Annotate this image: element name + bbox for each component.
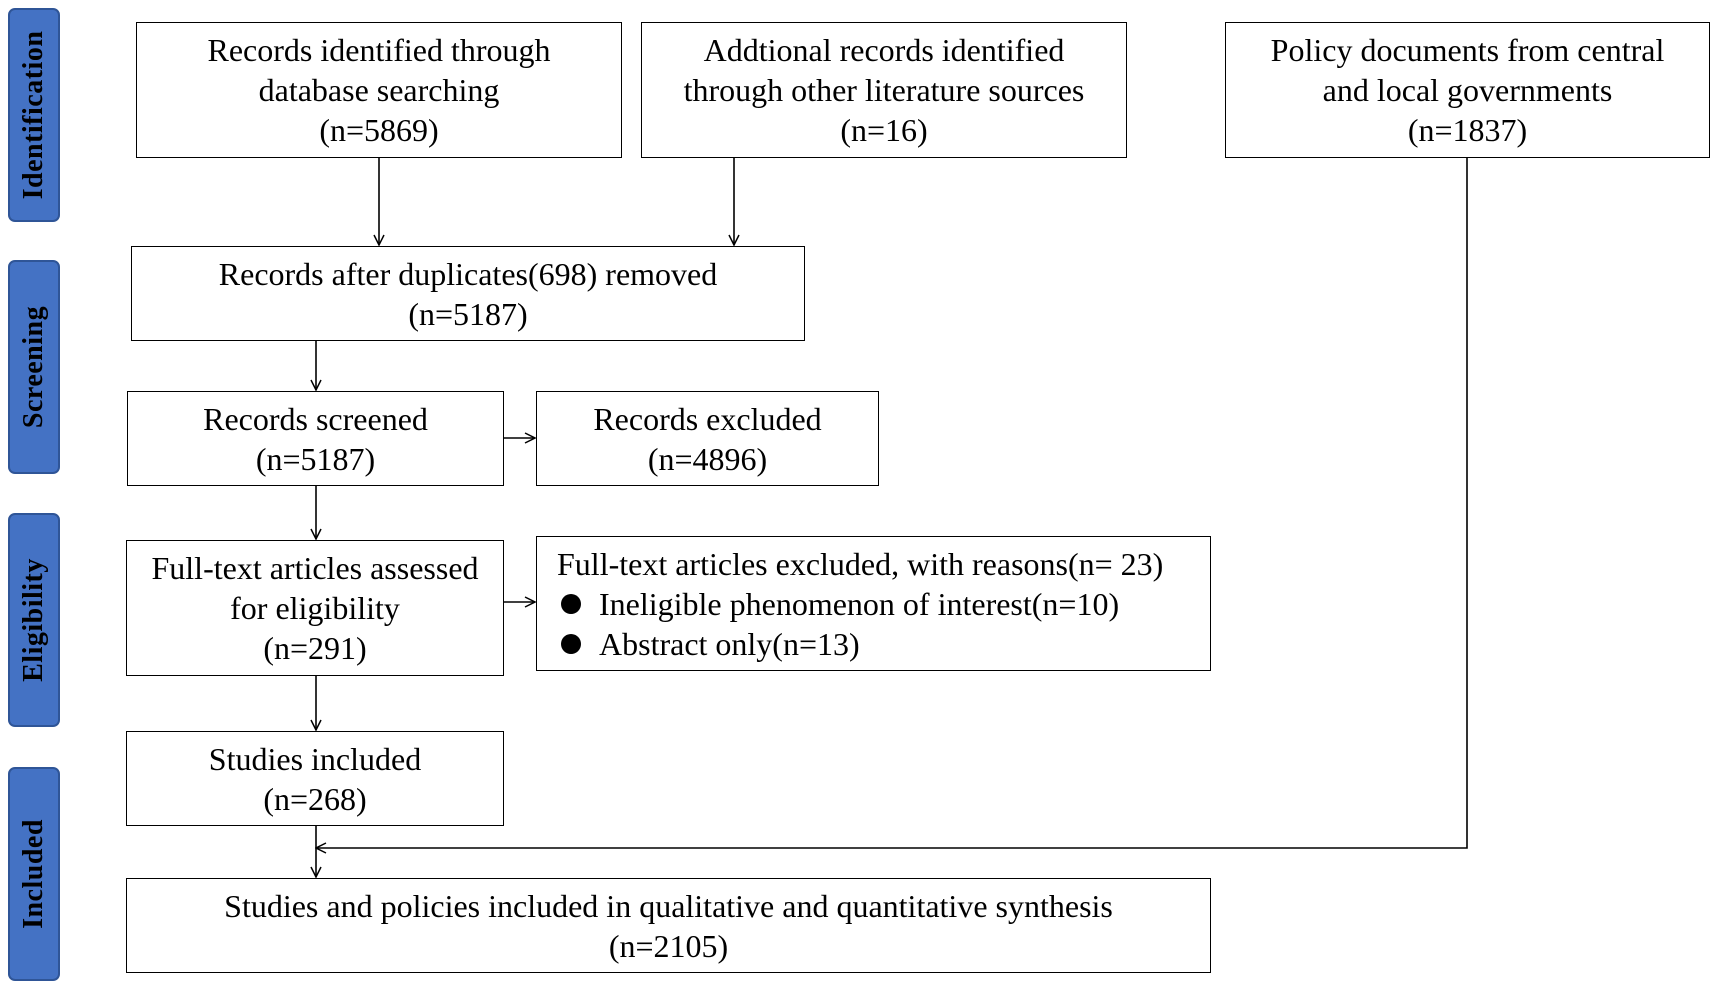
policy-line1: Policy documents from central [1270,32,1665,68]
fulltext-assessed-count: (n=291) [263,630,367,666]
box-synthesis: Studies and policies included in qualita… [126,878,1211,973]
fulltext-excluded-title: Full-text articles excluded, with reason… [557,545,1164,582]
arrow-policy-to-synthesis [316,158,1468,848]
excluded-line1: Records excluded [593,400,822,437]
screened-line1: Records screened [203,400,428,437]
box-records-screened: Records screened (n=5187) [127,391,504,486]
database-line2: database searching [258,72,500,108]
box-fulltext-assessed: Full-text articles assessed for eligibil… [126,540,504,676]
synthesis-count: (n=2105) [608,927,729,964]
duplicates-line1: Records after duplicates(698) removed [218,255,718,292]
studies-included-count: (n=268) [263,780,367,817]
phase-included: Included [8,767,60,981]
other-sources-line1: Addtional records identified [703,32,1065,68]
policy-line2: and local governments [1322,72,1613,108]
policy-count: (n=1837) [1407,112,1528,148]
other-sources-line2: through other literature sources [683,72,1085,108]
synthesis-line1: Studies and policies included in qualita… [224,887,1113,924]
fulltext-assessed-line2: for eligibility [230,590,400,626]
bullet-icon [561,593,581,614]
database-line1: Records identified through [207,32,551,68]
exclusion-reason-item: Abstract only(n=13) [557,624,860,664]
database-count: (n=5869) [319,112,439,148]
exclusion-reason-item: Ineligible phenomenon of interest(n=10) [557,584,1119,624]
excluded-count: (n=4896) [647,440,768,477]
phase-identification: Identification [8,8,60,222]
box-policy-documents: Policy documents from central and local … [1225,22,1710,158]
box-database-records: Records identified through database sear… [136,22,622,158]
box-records-excluded: Records excluded (n=4896) [536,391,879,486]
fulltext-assessed-line1: Full-text articles assessed [151,550,479,586]
phase-screening: Screening [8,260,60,474]
exclusion-reason-text: Abstract only(n=13) [599,625,860,662]
studies-included-line1: Studies included [208,740,422,777]
phase-eligibility: Eligibility [8,513,60,727]
box-studies-included: Studies included (n=268) [126,731,504,826]
screened-count: (n=5187) [255,440,376,477]
box-other-sources: Addtional records identified through oth… [641,22,1127,158]
other-sources-count: (n=16) [840,112,928,148]
duplicates-count: (n=5187) [408,295,528,332]
box-fulltext-excluded: Full-text articles excluded, with reason… [536,536,1211,671]
box-duplicates-removed: Records after duplicates(698) removed (n… [131,246,805,341]
bullet-icon [561,633,581,654]
exclusion-reason-text: Ineligible phenomenon of interest(n=10) [599,585,1120,622]
